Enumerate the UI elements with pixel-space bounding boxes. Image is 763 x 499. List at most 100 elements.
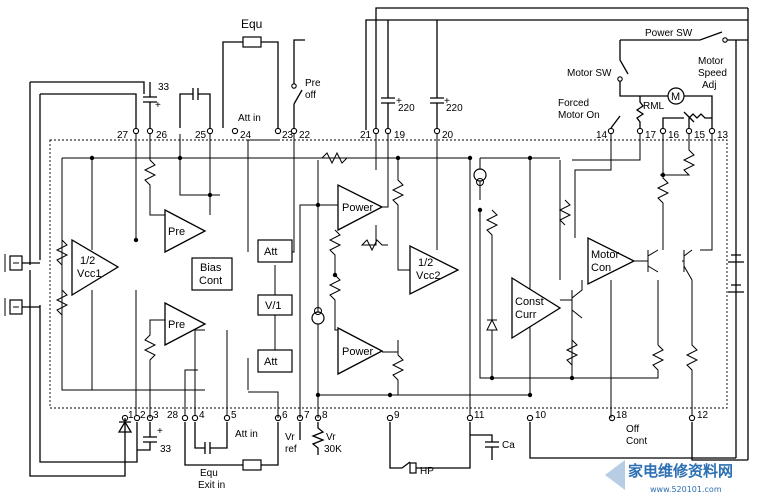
vcc2-label-2: Vcc2 (416, 270, 440, 282)
equ-exit-label-1: Equ (200, 468, 218, 479)
equ-exit-label-2: Exit in (198, 480, 225, 491)
pin-18: 18 (616, 410, 628, 421)
output-transistors (560, 249, 693, 319)
current-source-right (473, 168, 487, 186)
pin-19: 19 (394, 130, 406, 141)
forced-motor-label-2: Motor On (558, 110, 600, 121)
hp-label: HP (420, 466, 434, 477)
pin-12: 12 (697, 410, 709, 421)
pin-8: 8 (322, 410, 328, 421)
pin-6: 6 (282, 410, 288, 421)
svg-text:+: + (155, 100, 161, 111)
vr-30k-label-2: 30K (324, 444, 342, 455)
pin-2: 2 (140, 410, 146, 421)
att-top-label: Att (264, 246, 277, 258)
pin-11: 11 (474, 410, 485, 421)
vcc1-label-2: Vcc1 (77, 268, 101, 280)
bias-cont-block: Bias Cont (191, 257, 233, 291)
pre-off-switch: Pre off (291, 39, 321, 128)
cap-33-top: 33 + (143, 82, 170, 128)
bias-label-2: Cont (199, 275, 222, 287)
junction-dots (89, 155, 666, 398)
motor-speed-label-2: Speed (698, 68, 727, 79)
att-bottom-block: Att (257, 349, 293, 373)
forced-motor-label-1: Forced (558, 98, 589, 109)
svg-text:+: + (157, 426, 163, 437)
left-head-connectors (4, 81, 145, 477)
rml-label: RML (643, 101, 665, 112)
vcc2-label-1: 1/2 (418, 257, 433, 269)
v1-label: V/1 (265, 300, 282, 312)
bottom-externals: 33 + Att in Equ Exit in Vr ref Vr 30K HP… (117, 420, 748, 491)
motor-con-amp: Motor Con (587, 236, 636, 286)
motor-label: M (671, 91, 680, 103)
pin-28: 28 (167, 410, 179, 421)
pre-amp-bottom: Pre (164, 301, 207, 347)
v1-block: V/1 (257, 294, 293, 316)
motor-speed-label-3: Adj (702, 80, 716, 91)
pin-17: 17 (645, 130, 657, 141)
att-bottom-label: Att (264, 356, 277, 368)
motor-sw-label: Motor SW (567, 68, 612, 79)
top-rails: 220 220 + + Power SW (365, 7, 749, 460)
power-bottom-label: Power (342, 346, 374, 358)
pin-20: 20 (442, 130, 454, 141)
pin-3: 3 (153, 410, 159, 421)
pre-off-label-1: Pre (305, 78, 321, 89)
pin-27: 27 (117, 130, 129, 141)
pin-21: 21 (360, 130, 372, 141)
att-in-bottom-label: Att in (235, 429, 258, 440)
pin-25: 25 (195, 130, 207, 141)
vcc1-label-1: 1/2 (80, 255, 95, 267)
power-top-label: Power (342, 202, 374, 214)
const-curr-label-2: Curr (515, 309, 537, 321)
pre-off-label-2: off (305, 90, 316, 101)
pin-9: 9 (394, 410, 400, 421)
motor-con-label-1: Motor (591, 249, 619, 261)
off-cont-label-2: Cont (626, 436, 647, 447)
watermark-url: www.520101.com (650, 485, 722, 494)
pin-14: 14 (596, 130, 608, 141)
pin-22: 22 (299, 130, 311, 141)
bottom-pin-labels: 1 2 3 28 4 5 6 7 8 9 11 10 18 12 (128, 410, 709, 421)
equ-network: Equ Att in (179, 17, 279, 128)
pin-10: 10 (535, 410, 547, 421)
vcc2-amplifier: 1/2 Vcc2 (409, 244, 460, 296)
pin-13: 13 (717, 130, 729, 141)
top-pins (132, 127, 716, 135)
motor-con-label-2: Con (591, 262, 611, 274)
vcc1-amplifier: 1/2 Vcc1 (71, 238, 120, 297)
power-amp-bottom: Power (337, 326, 384, 376)
pin-5: 5 (231, 410, 237, 421)
svg-text:+: + (444, 96, 450, 107)
pin-4: 4 (199, 410, 205, 421)
watermark: 家电维修资料网 www.520101.com (605, 460, 733, 494)
svg-text:+: + (396, 96, 402, 107)
current-source-left (311, 307, 325, 325)
off-cont-label-1: Off (626, 424, 639, 435)
cap-33-bottom-label: 33 (160, 444, 172, 455)
power-sw-label: Power SW (645, 28, 693, 39)
pre-amp-top: Pre (164, 208, 207, 254)
bias-label-1: Bias (200, 262, 222, 274)
cap-33-top-label: 33 (158, 82, 170, 93)
equ-label: Equ (241, 17, 262, 31)
att-top-block: Att (257, 239, 293, 263)
vr-ref-label-1: Vr (285, 432, 295, 443)
top-pin-labels: 27 26 25 24 23 22 21 19 20 14 17 16 15 1… (117, 130, 729, 141)
pre-top-label: Pre (168, 226, 185, 238)
pin-1: 1 (128, 410, 134, 421)
bottom-pins (121, 414, 696, 422)
pin-23: 23 (282, 130, 294, 141)
att-in-top-label: Att in (238, 113, 261, 124)
pin-24: 24 (240, 130, 252, 141)
const-curr-label-1: Const (515, 296, 544, 308)
inner-wiring (55, 134, 713, 418)
power-amp-top: Power (337, 183, 384, 232)
pin-15: 15 (694, 130, 706, 141)
vr-30k-label-1: Vr (326, 432, 336, 443)
pin-16: 16 (668, 130, 680, 141)
pin-26: 26 (156, 130, 168, 141)
pin-7: 7 (304, 410, 310, 421)
